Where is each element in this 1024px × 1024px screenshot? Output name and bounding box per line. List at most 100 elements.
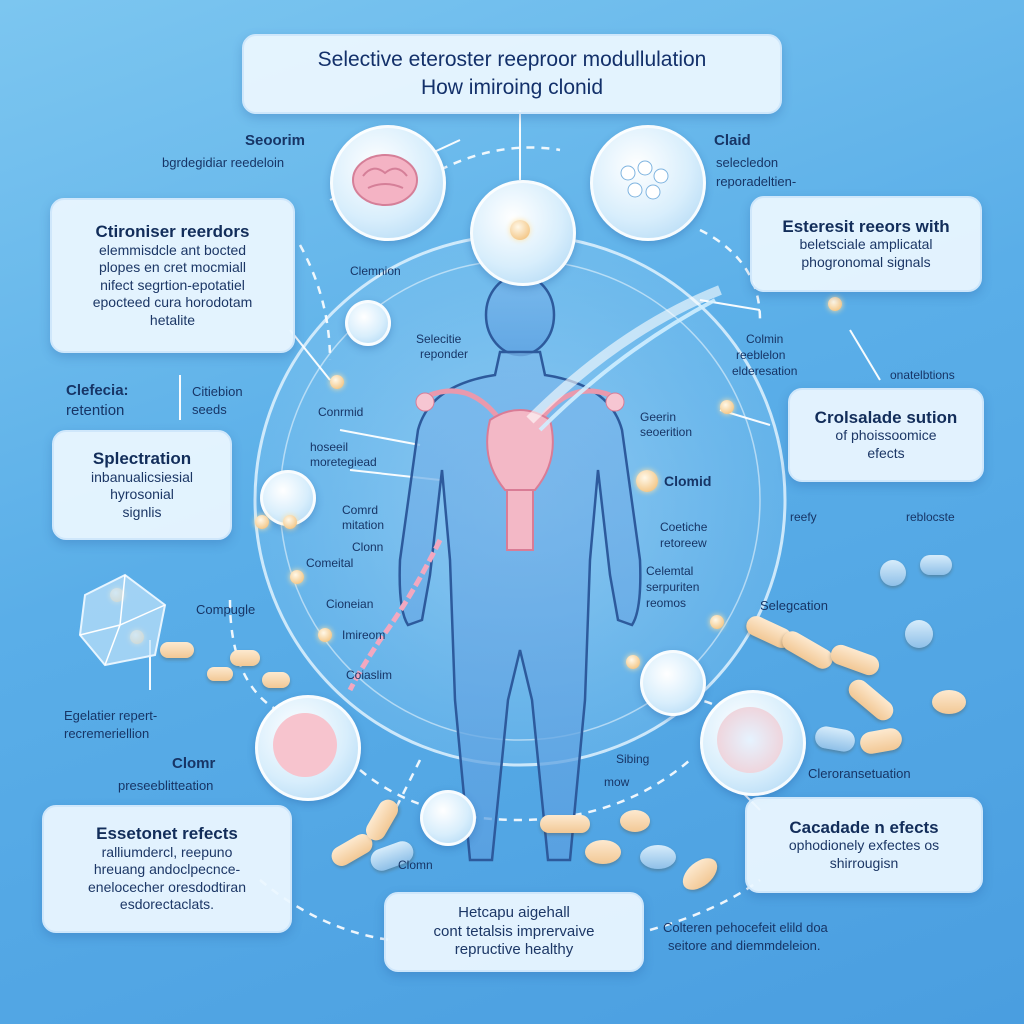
label-onatelbtions: onatelbtions — [890, 368, 955, 382]
small-bubble-4 — [420, 790, 476, 846]
hormone-dot — [283, 515, 297, 529]
title-line-1: Selective eteroster reeproor modullulati… — [317, 48, 707, 71]
splectration-card-line: inbanualicsiesial — [91, 468, 193, 485]
label-clomid: Clomid — [664, 473, 712, 489]
pill — [207, 667, 233, 681]
cascade-bottom-line: shirrougisn — [829, 854, 899, 871]
splectration-card: Splectration inbanualicsiesial hyrosonia… — [52, 430, 232, 540]
label-coiaslim: Coiaslim — [346, 668, 393, 682]
label-celemtal: Celemtal — [646, 564, 694, 578]
receptors-card-line: hetalite — [149, 311, 196, 328]
hormone-dot — [626, 655, 640, 669]
label-reomos: reomos — [646, 596, 687, 610]
label-seoerition: seoerition — [640, 425, 693, 439]
label-seeds: seeds — [192, 402, 227, 417]
label-conrmid: Conrmid — [318, 405, 364, 419]
hormone-dot — [710, 615, 724, 629]
essetonet-card-line: enelocecher oresdodtiran — [88, 878, 246, 895]
splectration-card-line: signlis — [122, 503, 162, 520]
label-erdereseation: elderesation — [732, 364, 798, 378]
label-hosseil: hoseeil — [310, 440, 349, 454]
cascade-right-line: of phoissoomice — [835, 427, 937, 444]
label-retention: retention — [66, 402, 125, 419]
pill — [905, 620, 933, 648]
label-geemn: Geerin — [640, 410, 677, 424]
pill — [230, 650, 260, 666]
uterus-illustration — [415, 388, 625, 551]
label-comeital: Comeital — [306, 556, 354, 570]
cascade-right-heading: Crolsalade sution — [814, 407, 958, 427]
brain-icon — [352, 154, 418, 206]
small-bubble-2 — [260, 470, 316, 526]
health-card-line: repructive healthy — [454, 941, 574, 959]
pill — [160, 642, 194, 658]
cascade-right-line: efects — [867, 444, 905, 461]
pill — [585, 840, 621, 864]
essetonet-card-line: ralliumdercl, reepuno — [101, 843, 233, 860]
small-bubble-3 — [640, 650, 706, 716]
pill — [880, 560, 906, 586]
top-left-heading: Seoorim — [245, 132, 306, 149]
label-colmin: Colmin — [746, 332, 784, 346]
crystal-icon — [78, 573, 167, 667]
tissue-bubble-right — [700, 690, 806, 796]
label-mitation: mitation — [342, 518, 385, 532]
human-body-figure — [398, 273, 642, 862]
label-clonn: Clonn — [352, 540, 384, 554]
hormone-dot — [290, 570, 304, 584]
label-selegcation: Selegcation — [760, 598, 828, 613]
hormone-dot — [828, 297, 842, 311]
top-right-subheading-2: reporadeltien- — [716, 174, 797, 189]
label-egelatier: Egelatier repert- — [64, 708, 158, 723]
title-card: Selective eteroster reeproor modullulati… — [242, 34, 782, 114]
label-preseebliteation: preseeblitteation — [118, 778, 214, 793]
cascade-bottom-card: Cacadade n efects ophodionely exfectes o… — [745, 797, 983, 893]
label-serpuriten: serpuriten — [646, 580, 700, 594]
hormone-dot — [636, 470, 658, 492]
essetonet-card-line: hreuang andoclpecnce- — [93, 861, 241, 878]
label-retoreew: retoreew — [660, 536, 707, 550]
pill — [932, 690, 966, 714]
essetonet-card-heading: Essetonet refects — [96, 824, 238, 844]
pill — [620, 810, 650, 832]
label-recremeriellion: recremeriellion — [64, 726, 150, 741]
estrogen-card-line: phogronomal signals — [801, 253, 931, 270]
receptors-card-line: plopes en cret mocmiall — [98, 259, 247, 276]
pill — [640, 845, 676, 869]
cascade-right-card: Crolsalade sution of phoissoomice efects — [788, 388, 984, 482]
cell-chain — [347, 538, 443, 692]
label-bottom-right-2: seitore and diemmdeleion. — [668, 938, 821, 953]
tablets-icon — [620, 160, 669, 200]
essetonet-card: Essetonet refects ralliumdercl, reepuno … — [42, 805, 292, 933]
receptors-card-line: elemmisdcle ant bocted — [98, 241, 247, 258]
label-reefy: reefy — [790, 510, 817, 524]
label-clefecia: Clefecia: — [66, 382, 129, 399]
estrogen-card-heading: Esteresit reeors with — [782, 216, 950, 236]
hormone-dot — [720, 400, 734, 414]
small-bubble-1 — [345, 300, 391, 346]
label-ciorenm: Cioneian — [326, 597, 374, 611]
central-cell-bubble — [470, 180, 576, 286]
top-right-heading: Claid — [714, 132, 751, 149]
hormone-dot — [330, 375, 344, 389]
hormone-dot — [255, 515, 269, 529]
label-citiebion: Citiebion — [192, 384, 243, 399]
reproductive-health-card: Hetcapu aigehall cont tetalsis imprervai… — [384, 892, 644, 972]
cascade-bottom-heading: Cacadade n efects — [789, 817, 939, 837]
pill-cluster-bubble — [590, 125, 706, 241]
light-beam — [526, 285, 722, 424]
pill — [920, 555, 952, 575]
label-cleroranssation: Cleroransetuation — [808, 766, 911, 781]
label-mormeteioad: moretegiead — [310, 455, 377, 469]
health-card-line: cont tetalsis imprervaive — [433, 922, 595, 940]
essetonet-card-line: esdorectaclats. — [119, 896, 215, 913]
label-clomr: Clomr — [172, 755, 216, 772]
label-selective: Selecitie — [416, 332, 462, 346]
label-imireom: Imireom — [342, 628, 386, 642]
label-sibing: Sibing — [616, 752, 650, 766]
label-coetiche: Coetiche — [660, 520, 708, 534]
label-bottom-right-1: Colteren pehocefeit elild doa — [663, 920, 828, 935]
splectration-card-line: hyrosonial — [110, 486, 174, 503]
label-reblocste: reblocste — [906, 510, 955, 524]
